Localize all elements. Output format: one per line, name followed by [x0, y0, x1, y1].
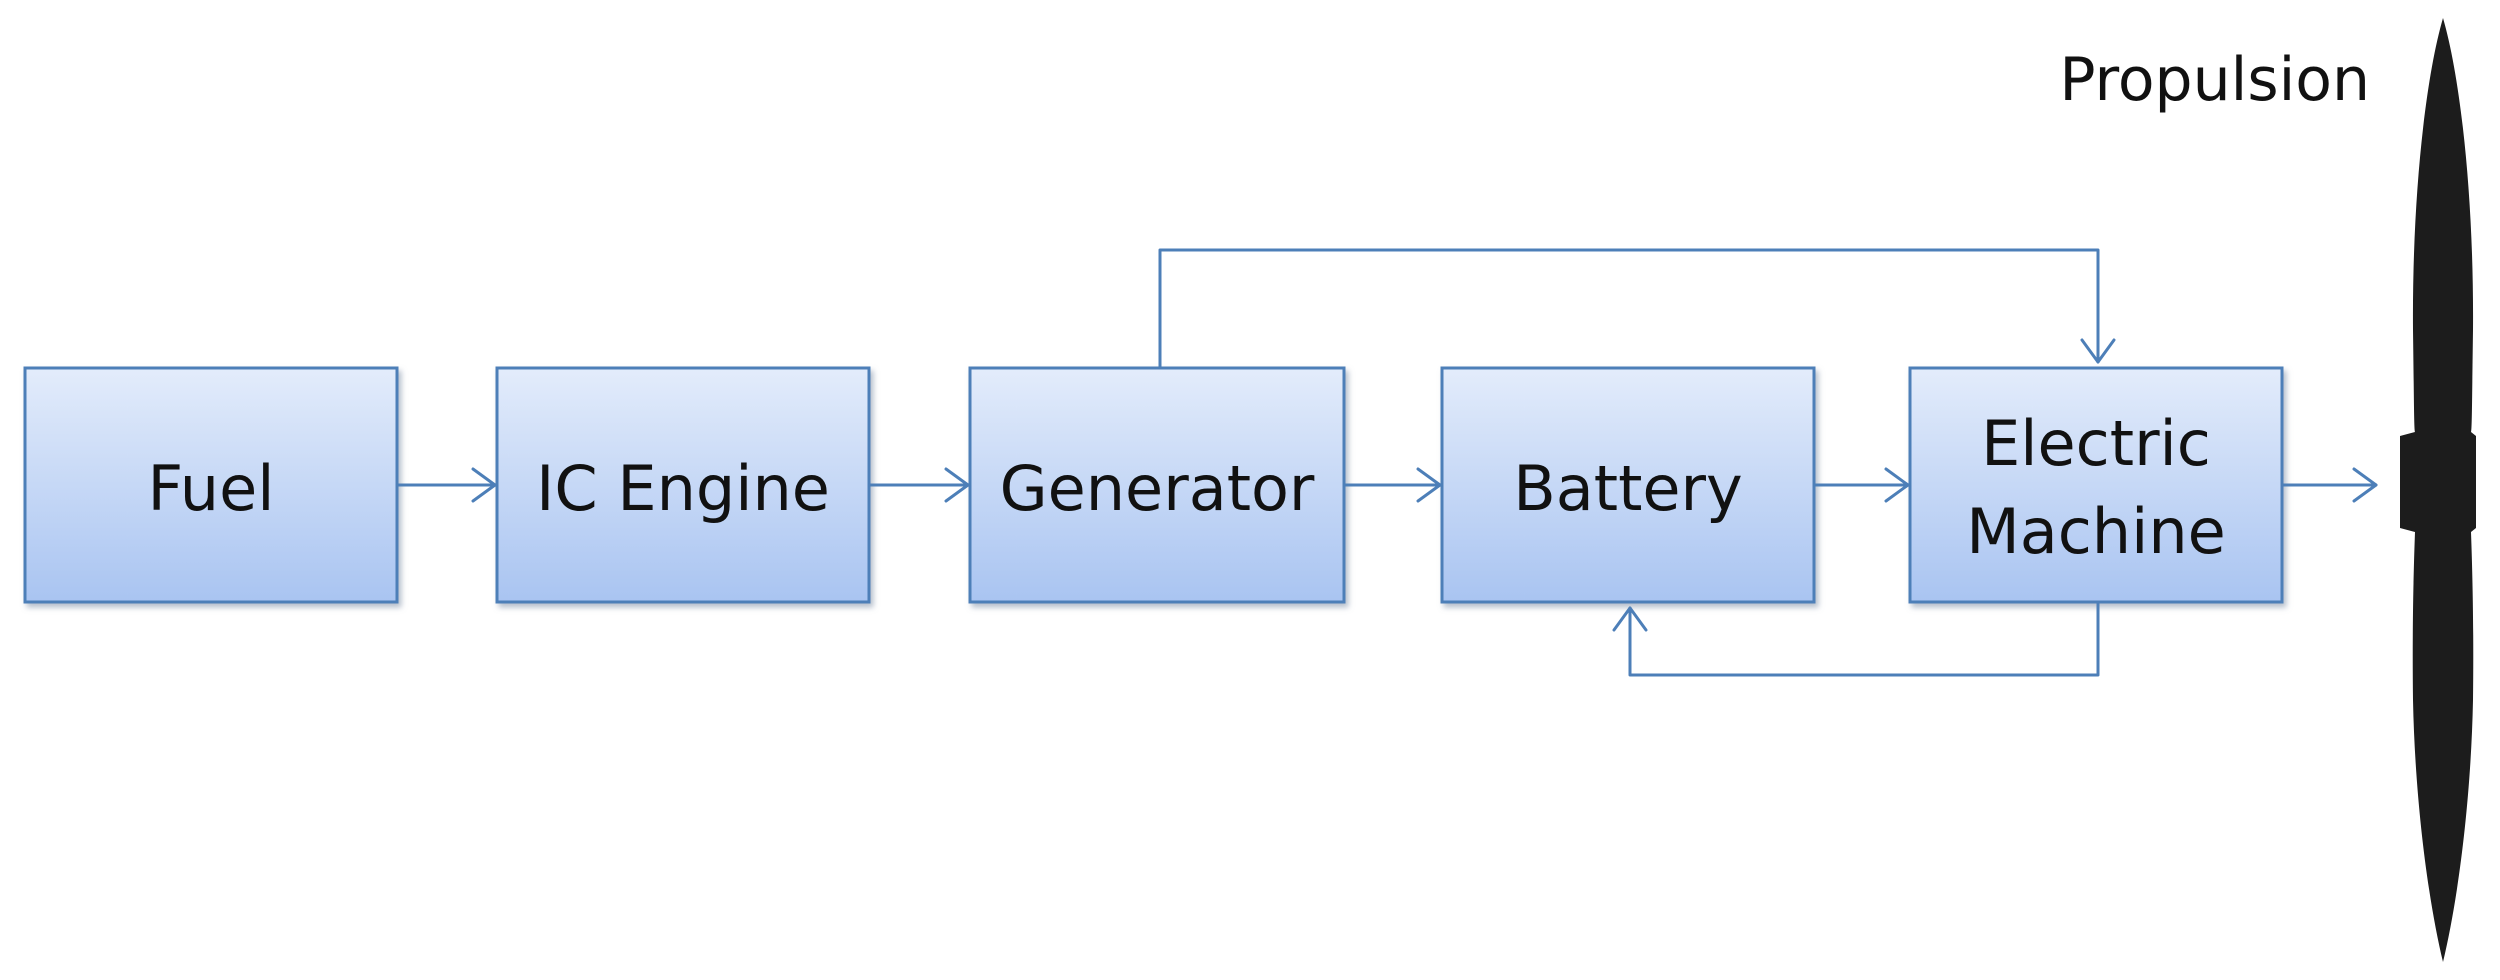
box-ic-engine-label: IC Engine — [536, 452, 830, 525]
arrow-fuel-to-ic-engine — [395, 467, 497, 503]
propeller-icon — [2400, 18, 2476, 962]
arrow-generator-to-battery — [1342, 467, 1442, 503]
arrow-electric-machine-to-battery — [1612, 600, 2100, 677]
box-ic-engine: IC Engine — [495, 366, 871, 604]
box-generator: Generator — [968, 366, 1346, 604]
arrow-generator-to-electric-machine — [1158, 248, 2116, 370]
propulsion-title: Propulsion — [2059, 45, 2370, 115]
arrow-battery-to-electric-machine — [1812, 467, 1910, 503]
arrow-electric-machine-to-propulsion — [2280, 467, 2378, 503]
box-electric-machine-label-line1: Electric — [1981, 407, 2211, 480]
box-electric-machine: Electric Machine — [1908, 366, 2284, 604]
box-fuel-label: Fuel — [148, 452, 275, 525]
box-battery: Battery — [1440, 366, 1816, 604]
box-fuel: Fuel — [23, 366, 399, 604]
box-electric-machine-label-line2: Machine — [1966, 495, 2226, 568]
box-generator-label: Generator — [1000, 452, 1315, 525]
arrow-ic-engine-to-generator — [867, 467, 970, 503]
box-battery-label: Battery — [1513, 452, 1742, 525]
